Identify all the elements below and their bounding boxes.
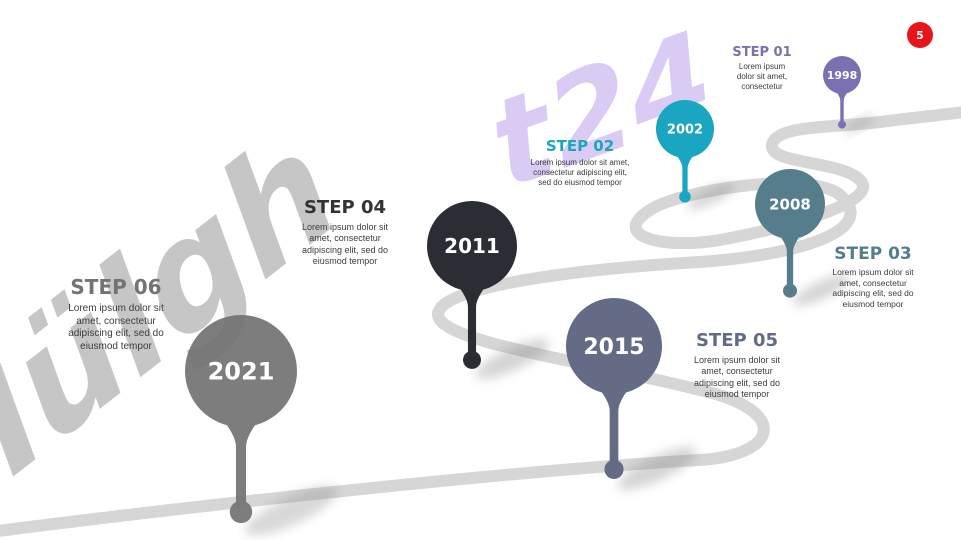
pin-shadow xyxy=(792,274,851,306)
pin-drop xyxy=(604,459,624,479)
step-03-desc-1: Lorem ipsum dolor sit xyxy=(832,267,914,277)
page-number-badge: 5 xyxy=(907,22,933,48)
pin-head xyxy=(755,169,825,239)
pin-shadow xyxy=(687,183,735,210)
timeline-pin-2021: 2021 xyxy=(185,315,338,536)
step-03-label: STEP 03 Lorem ipsum dolor sit amet, cons… xyxy=(818,244,928,310)
step-04-desc-4: eiusmod tempor xyxy=(312,255,378,266)
step-02-desc-3: sed do eiusmod tempor xyxy=(538,178,622,187)
pin-stem xyxy=(669,146,701,196)
timeline-pin-1998: 1998 xyxy=(823,56,875,133)
step-02-desc-2: consectetur adipiscing elit, xyxy=(533,168,627,177)
step-05-desc-1: Lorem ipsum dolor sit xyxy=(693,355,781,365)
step-05-desc-4: eiusmod tempor xyxy=(704,388,770,399)
step-05-desc-3: adipiscing elit, sed do xyxy=(693,377,781,388)
step-03-desc-3: adipiscing elit, sed do xyxy=(832,288,914,299)
pin-stem xyxy=(447,273,497,359)
pin-head xyxy=(656,100,714,158)
pin-year-1998: 1998 xyxy=(827,69,858,82)
pin-shadow xyxy=(617,447,697,490)
step-01-desc-1: Lorem ipsum xyxy=(738,62,786,71)
step-04-desc-3: adipiscing elit, sed do xyxy=(301,244,389,255)
step-05-desc-2: amet, consectetur xyxy=(701,366,773,377)
winding-road xyxy=(0,106,961,537)
pin-head xyxy=(427,201,517,291)
pin-year-2008: 2008 xyxy=(769,195,811,213)
pin-drop xyxy=(783,283,797,298)
step-04-desc-2: amet, consectetur xyxy=(309,233,381,244)
pin-drop xyxy=(838,120,846,129)
pin-year-2015: 2015 xyxy=(583,335,644,360)
pin-head xyxy=(823,56,861,94)
timeline-pin-2002: 2002 xyxy=(656,100,735,210)
pin-shadow xyxy=(475,339,550,379)
step-03-desc-4: eiusmod tempor xyxy=(842,298,904,309)
step-01-desc-3: consectetur xyxy=(741,82,783,91)
pin-year-2002: 2002 xyxy=(667,123,703,138)
pin-year-2021: 2021 xyxy=(208,358,275,386)
step-06-desc-4: eiusmod tempor xyxy=(80,340,152,352)
step-04-title: STEP 04 xyxy=(303,197,387,218)
step-05-label: STEP 05 Lorem ipsum dolor sit amet, cons… xyxy=(677,330,797,400)
pin-head xyxy=(185,315,297,427)
step-06-desc-2: amet, consectetur xyxy=(76,315,156,327)
pin-shadow xyxy=(245,486,338,536)
timeline-pin-2011: 2011 xyxy=(427,201,550,379)
step-04-label: STEP 04 Lorem ipsum dolor sit amet, cons… xyxy=(285,197,405,267)
pin-stem xyxy=(210,404,272,510)
step-06-title: STEP 06 xyxy=(70,275,162,299)
step-03-desc-2: amet, consectetur xyxy=(839,277,907,288)
pin-year-2011: 2011 xyxy=(444,234,500,258)
pin-stem xyxy=(587,374,641,468)
pin-stem xyxy=(770,225,810,290)
step-04-desc-1: Lorem ipsum dolor sit xyxy=(301,222,389,232)
step-02-desc-1: Lorem ipsum dolor sit amet, xyxy=(530,158,630,167)
step-06-desc-3: adipiscing elit, sed do xyxy=(68,328,164,339)
step-02-title: STEP 02 xyxy=(545,137,615,155)
pin-drop xyxy=(679,190,691,203)
pin-drop xyxy=(463,350,481,369)
step-01-label: STEP 01 Lorem ipsum dolor sit amet, cons… xyxy=(712,45,812,92)
step-01-desc-2: dolor sit amet, xyxy=(736,72,788,81)
pin-drop xyxy=(229,500,253,524)
step-02-label: STEP 02 Lorem ipsum dolor sit amet, cons… xyxy=(510,137,650,188)
step-01-title: STEP 01 xyxy=(732,45,792,60)
step-05-title: STEP 05 xyxy=(695,330,779,351)
pin-stem xyxy=(831,86,853,124)
step-03-title: STEP 03 xyxy=(834,244,912,264)
timeline-pin-2015: 2015 xyxy=(566,298,697,490)
step-06-desc-1: Lorem ipsum dolor sit xyxy=(68,303,164,314)
timeline-pin-2008: 2008 xyxy=(755,169,851,306)
pin-shadow xyxy=(843,115,875,133)
step-06-label: STEP 06 Lorem ipsum dolor sit amet, cons… xyxy=(52,275,180,353)
pin-head xyxy=(566,298,662,394)
